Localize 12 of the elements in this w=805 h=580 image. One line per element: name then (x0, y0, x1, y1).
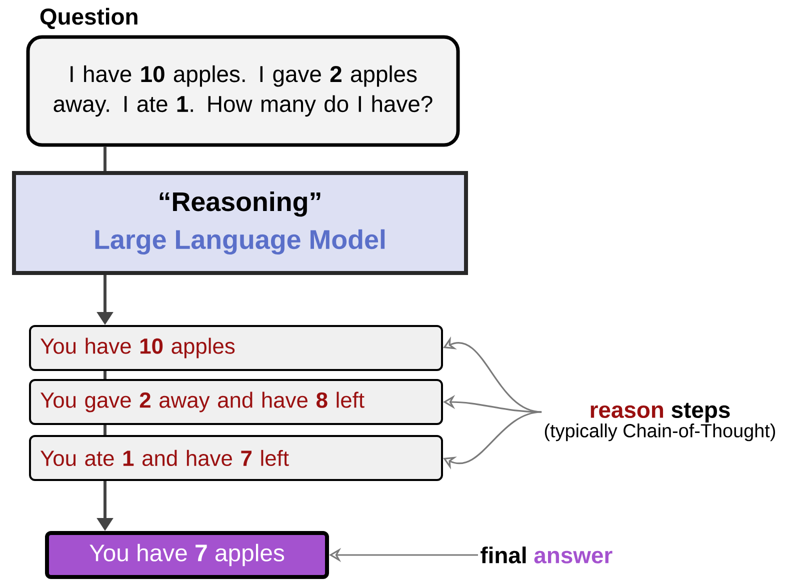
connector-line (104, 146, 106, 171)
step-box: You have 10 apples (29, 325, 443, 371)
step-box: You gave 2 away and have 8 left (29, 379, 443, 425)
heading: Question (40, 8, 138, 30)
model-box: “Reasoning” Large Language Model (12, 171, 468, 275)
step-box: You ate 1 and have 7 left (29, 435, 443, 481)
connector-line (104, 425, 106, 435)
annotation-text: reason steps (typically Chain-of-Thought) (544, 402, 776, 442)
annotation-text: final answer (480, 546, 612, 564)
question-box: I have 10 apples. I gave 2 apples away. I ate 1. How many do I have? (26, 35, 460, 147)
answer-box: You have 7 apples (45, 531, 329, 579)
connector-line (104, 371, 106, 379)
